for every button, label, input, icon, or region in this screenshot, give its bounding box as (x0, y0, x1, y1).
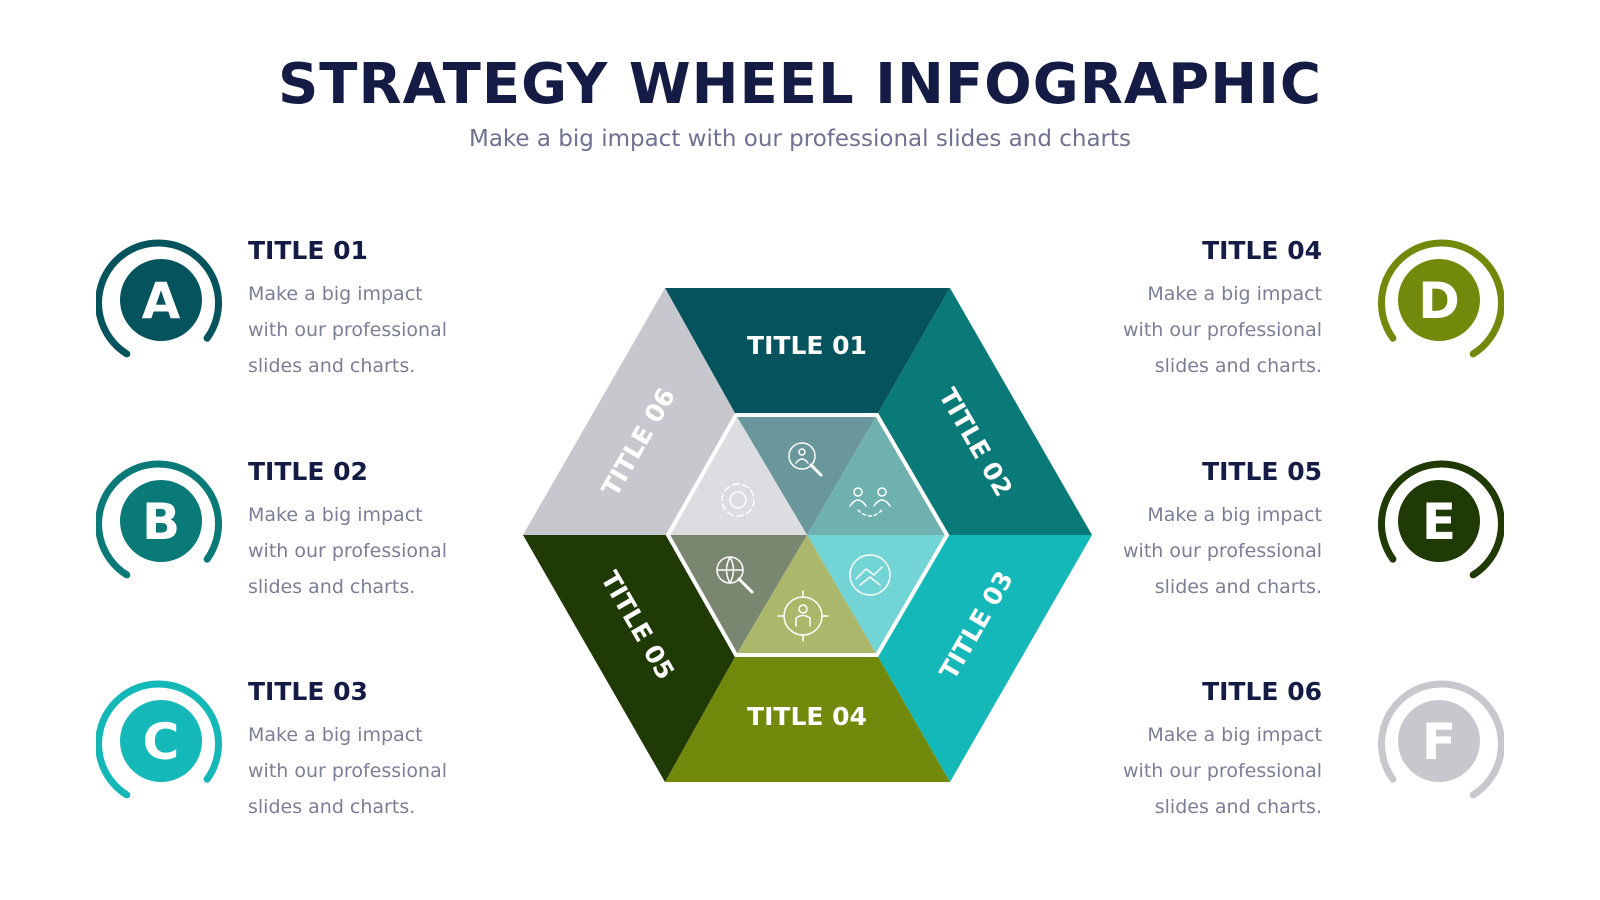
item-heading: TITLE 01 (248, 236, 368, 265)
badge-ring (96, 460, 223, 579)
badge-letter: E (1422, 493, 1456, 551)
badge-a: A (96, 239, 223, 358)
badge-e: E (1377, 460, 1504, 579)
item-heading: TITLE 06 (1202, 677, 1322, 706)
badge-ring (1377, 460, 1504, 579)
inner-hexagon-outline (665, 413, 950, 657)
badge-ring (1377, 239, 1504, 358)
person-target-icon (777, 590, 829, 642)
badge-disc (1398, 480, 1480, 562)
item-heading: TITLE 04 (1202, 236, 1322, 265)
badge-disc (120, 700, 202, 782)
wheel-segment-06 (523, 288, 736, 535)
badge-letter: F (1422, 713, 1456, 771)
badge-disc (1398, 259, 1480, 341)
wheel-label-01: TITLE 01 (747, 331, 867, 360)
globe-search-icon (716, 556, 754, 594)
gear-icon (721, 483, 755, 517)
wheel-label-04: TITLE 04 (747, 702, 867, 731)
badge-disc (120, 480, 202, 562)
item-heading: TITLE 02 (248, 457, 368, 486)
badge-ring (96, 680, 223, 799)
page-title: STRATEGY WHEEL INFOGRAPHIC (277, 52, 1323, 117)
badge-d: D (1377, 239, 1504, 358)
badge-letter: A (142, 272, 181, 330)
wheel-segment-02 (877, 288, 1092, 535)
inner-triangle-04 (736, 535, 877, 655)
inner-triangle-01 (736, 415, 877, 535)
badge-ring (1377, 680, 1504, 799)
page-subtitle: Make a big impact with our professional … (468, 126, 1132, 152)
wheel-segment-01 (665, 288, 950, 415)
badge-letter: B (142, 493, 180, 551)
inner-triangle-06 (668, 415, 807, 535)
inner-triangle-05 (668, 535, 807, 655)
badge-letter: C (143, 713, 180, 771)
wheel-segment-03 (877, 535, 1092, 782)
handshake-globe-icon (849, 554, 891, 596)
badge-disc (120, 259, 202, 341)
badge-c: C (96, 680, 223, 799)
badge-disc (1398, 700, 1480, 782)
inner-triangle-03 (807, 535, 947, 655)
item-heading: TITLE 05 (1202, 457, 1322, 486)
item-heading: TITLE 03 (248, 677, 368, 706)
badge-f: F (1377, 680, 1504, 799)
search-people-icon (788, 442, 823, 477)
inner-triangle-02 (807, 415, 947, 535)
badge-ring (96, 239, 223, 358)
badge-letter: D (1418, 272, 1460, 330)
team-network-icon (849, 487, 891, 517)
wheel-segment-04 (665, 655, 950, 782)
badge-b: B (96, 460, 223, 579)
wheel-segment-05 (523, 535, 736, 782)
